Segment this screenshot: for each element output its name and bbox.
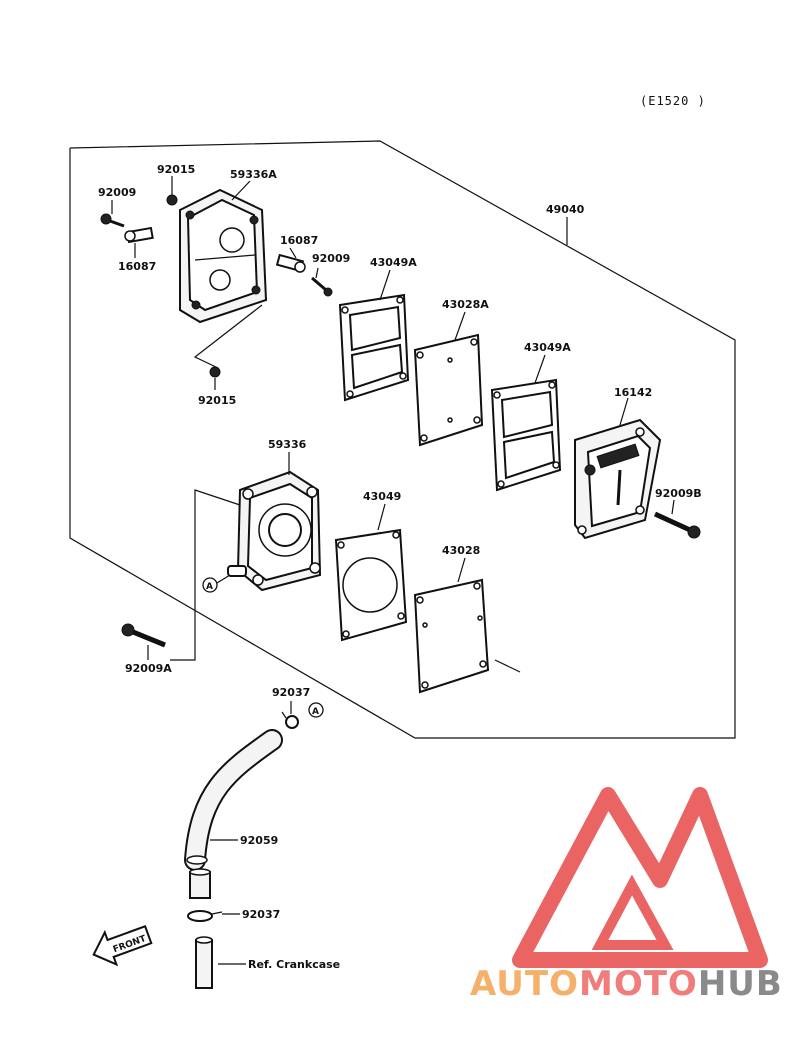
- plate-16142: [574, 418, 662, 540]
- label-92015-top: 92015: [157, 163, 195, 176]
- marker-a-body: A: [202, 577, 218, 593]
- marker-a-clamp: A: [308, 702, 324, 718]
- fitting-16087-right: [275, 253, 306, 273]
- label-92009B: 92009B: [655, 487, 702, 500]
- assembly-boundary: [69, 140, 736, 739]
- label-43049A-2: 43049A: [524, 341, 571, 354]
- label-43049: 43049: [363, 490, 401, 503]
- diaphragm-43028A: [413, 333, 484, 447]
- label-49040: 49040: [546, 203, 585, 216]
- gasket-43049A-1: [338, 293, 410, 402]
- hose-piece: [189, 868, 211, 899]
- label-92009A: 92009A: [125, 662, 172, 675]
- part-59336A-cover: [179, 188, 268, 324]
- label-43028A: 43028A: [442, 298, 489, 311]
- label-16142: 16142: [614, 386, 652, 399]
- label-92009-right: 92009: [312, 252, 350, 265]
- hose-92059: [184, 729, 283, 871]
- nut-92015-top: [166, 194, 178, 206]
- watermark-logo: [512, 787, 768, 968]
- label-59336: 59336: [268, 438, 307, 451]
- gasket-43049A-2: [490, 378, 562, 492]
- label-16087-right: 16087: [280, 234, 318, 247]
- crankcase-nozzle: [195, 936, 213, 989]
- front-arrow: FRONT: [92, 925, 153, 967]
- clamp-92037-bottom: [187, 910, 223, 922]
- label-ref-crankcase: Ref. Crankcase: [248, 958, 340, 971]
- watermark-brand: AUTOMOTOHUB: [470, 964, 783, 1004]
- svg-text:A: A: [206, 582, 213, 592]
- screw-92009-left: [100, 213, 125, 228]
- gasket-43049: [334, 528, 408, 642]
- pump-body-59336: [227, 470, 322, 592]
- label-92059: 92059: [240, 834, 278, 847]
- diaphragm-43028: [413, 578, 490, 694]
- screw-92009B: [653, 511, 701, 539]
- label-59336A: 59336A: [230, 168, 277, 181]
- label-92015-bottom: 92015: [198, 394, 236, 407]
- label-43049A-1: 43049A: [370, 256, 417, 269]
- diagram-code: (E1520 ): [640, 94, 706, 108]
- screw-92009A: [121, 623, 166, 648]
- label-92037-bottom: 92037: [242, 908, 280, 921]
- svg-text:A: A: [312, 707, 319, 717]
- label-92037-top: 92037: [272, 686, 310, 699]
- label-43028: 43028: [442, 544, 480, 557]
- label-16087-left: 16087: [118, 260, 156, 273]
- fitting-16087-left: [124, 226, 154, 244]
- label-92009-left: 92009: [98, 186, 136, 199]
- screw-92009-right: [311, 276, 333, 297]
- nut-92015-bottom: [209, 366, 221, 378]
- clamp-92037-top: [281, 711, 299, 729]
